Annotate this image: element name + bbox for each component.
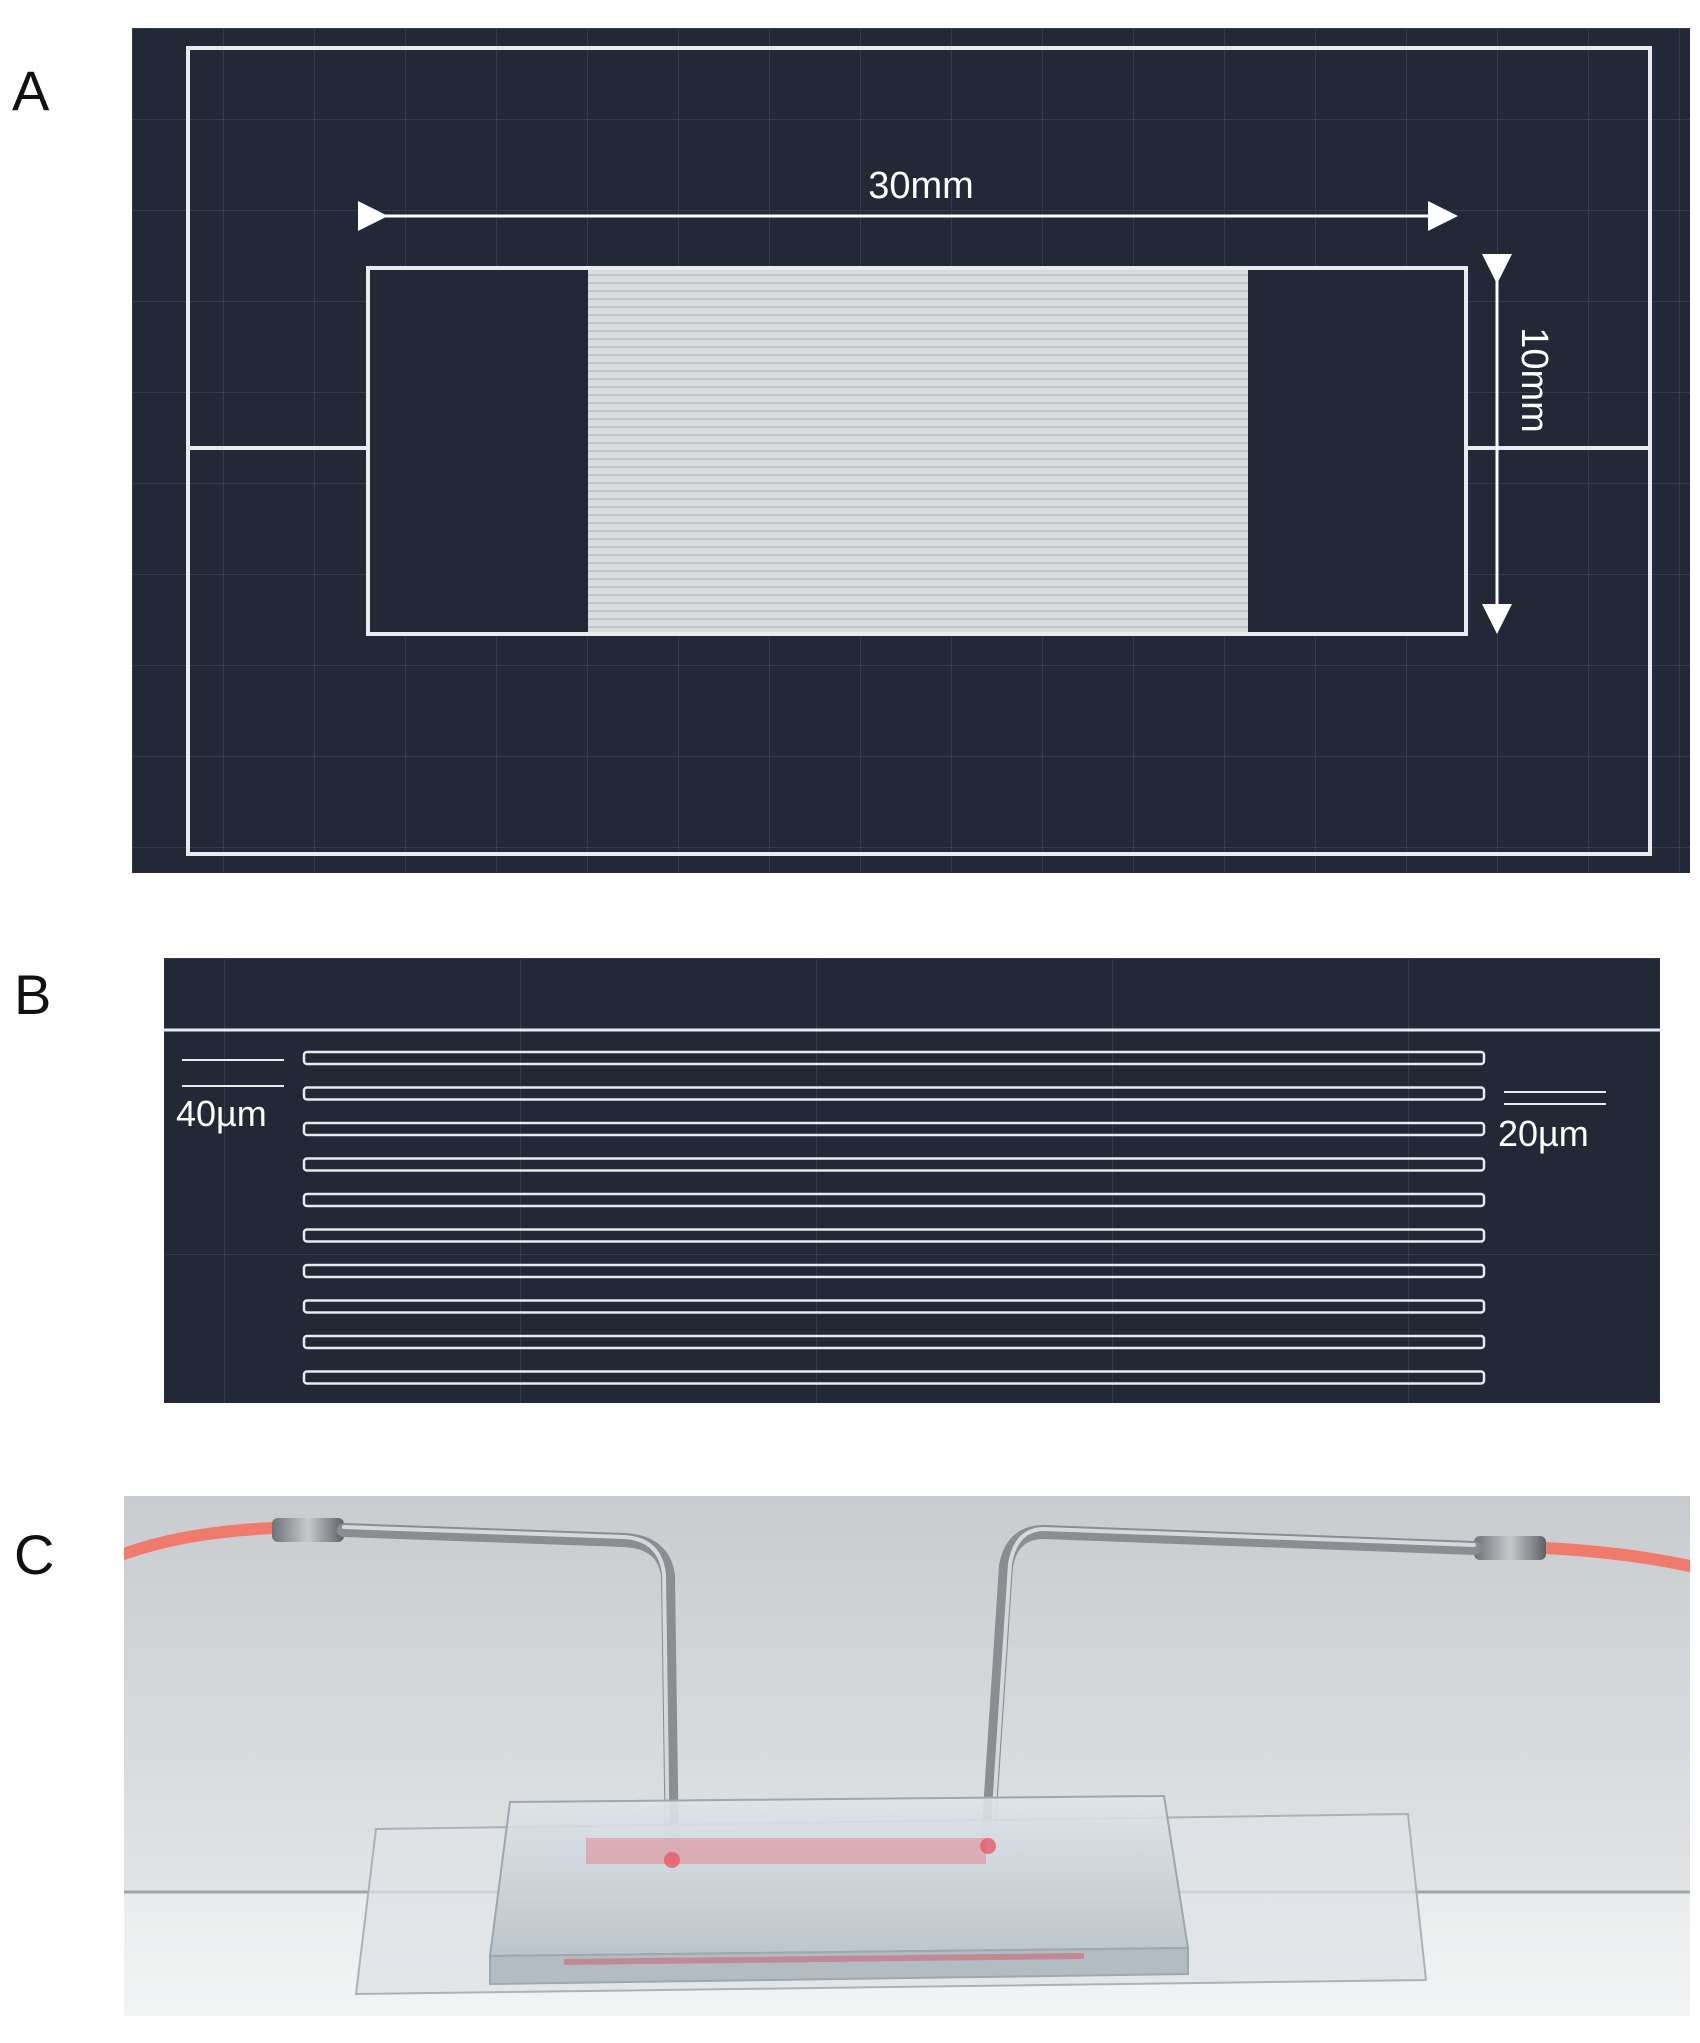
microchannel [302, 1157, 1486, 1172]
inlet-tubing [124, 1522, 280, 1560]
dye-trace-bottom [563, 1953, 1085, 1965]
outlet-port [980, 1838, 996, 1854]
outer-frame [186, 46, 1652, 856]
panel-label-c: C [14, 1523, 55, 1586]
pdms-chip [488, 1794, 1190, 1958]
outlet-connector [1474, 1536, 1546, 1560]
device-photo [124, 1496, 1690, 2016]
cad-grid [164, 958, 1660, 1403]
channel-list [302, 1050, 1486, 1385]
channel-detail-drawing: 40µm 20µm [164, 958, 1660, 1403]
channel-array [588, 270, 1248, 632]
microchannel [302, 1121, 1486, 1137]
microchannel [302, 1192, 1486, 1208]
panel-label-a: A [12, 59, 50, 122]
microchannel [302, 1370, 1486, 1385]
dye-filled-chamber [586, 1838, 986, 1864]
microchannel [302, 1334, 1486, 1350]
inlet-connector [272, 1518, 344, 1542]
width-dimension-label: 30mm [868, 165, 974, 207]
microchannel [302, 1050, 1486, 1066]
outlet-needle-highlight [990, 1526, 1476, 1841]
microchannel [302, 1228, 1486, 1243]
height-dimension-label: 10mm [1513, 327, 1555, 433]
microchannel [302, 1263, 1486, 1279]
outlet-tubing [1538, 1542, 1690, 1572]
microchannel [302, 1299, 1486, 1314]
panel-label-b: B [14, 963, 52, 1026]
channel-width-label: 20µm [1498, 1113, 1589, 1154]
inlet-needle-highlight [342, 1525, 670, 1856]
chip-layout-drawing: 30mm 10mm [132, 28, 1690, 873]
microchannel [302, 1086, 1486, 1101]
pdms-chip-side [489, 1946, 1189, 1986]
spacing-label: 40µm [176, 1093, 267, 1134]
inlet-port [664, 1852, 680, 1868]
